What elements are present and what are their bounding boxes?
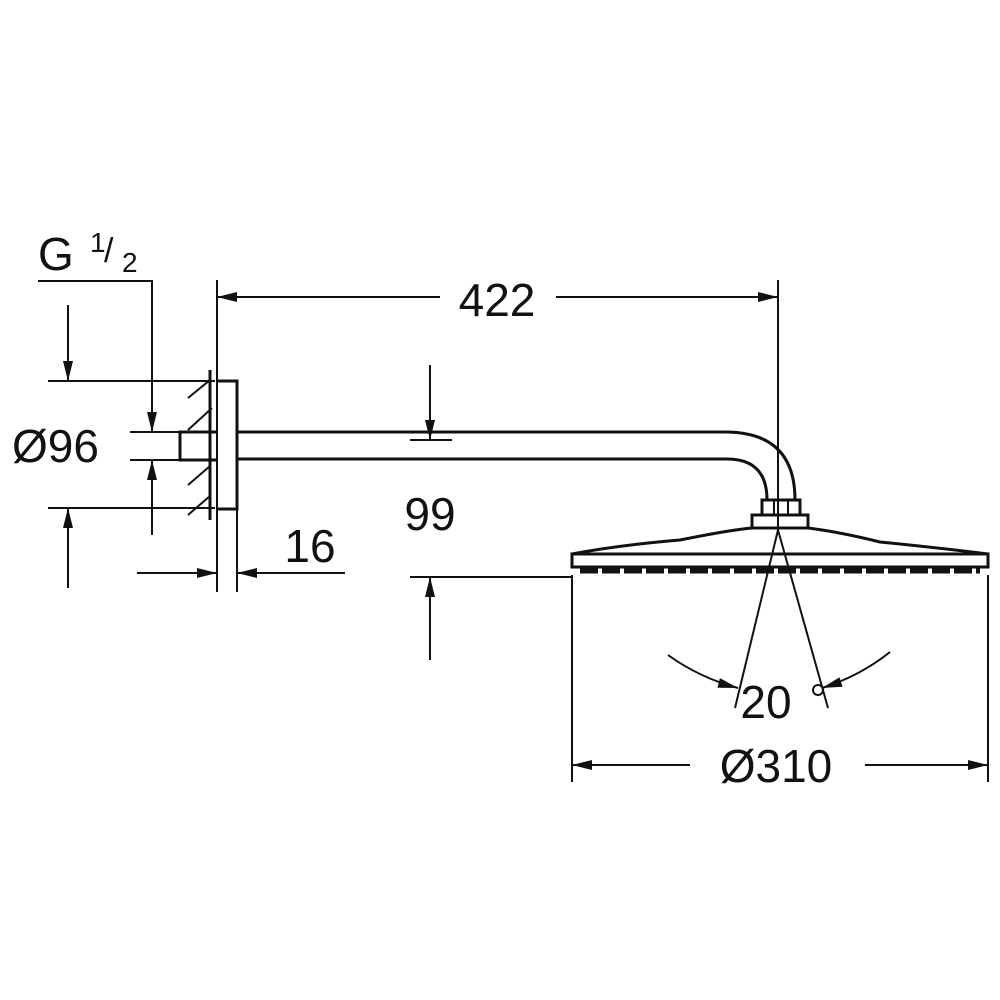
shower-arm [237,430,797,501]
tilt-angle-dimension: 20 [667,529,891,728]
flange-diameter-dimension: Ø96 [12,305,215,588]
drop-height-dimension: 99 [404,365,572,660]
flange-depth-dimension: 16 [137,460,345,592]
svg-text:16: 16 [284,520,335,572]
head-diameter-dimension: Ø310 [571,575,989,792]
svg-text:1: 1 [90,227,106,258]
svg-text:/: / [104,232,114,270]
thread-leader-top [38,280,157,432]
shower-head [570,498,990,574]
svg-text:G: G [38,228,74,280]
svg-text:99: 99 [404,488,455,540]
thread-label: G 1 / 2 [38,227,138,280]
wall-flange [178,280,239,592]
svg-text:Ø310: Ø310 [720,740,833,792]
svg-text:20: 20 [740,676,791,728]
svg-text:2: 2 [122,247,138,278]
svg-text:422: 422 [459,274,536,326]
arm-length-dimension: 422 [217,274,779,530]
degree-symbol [812,684,824,696]
svg-text:Ø96: Ø96 [12,420,99,472]
